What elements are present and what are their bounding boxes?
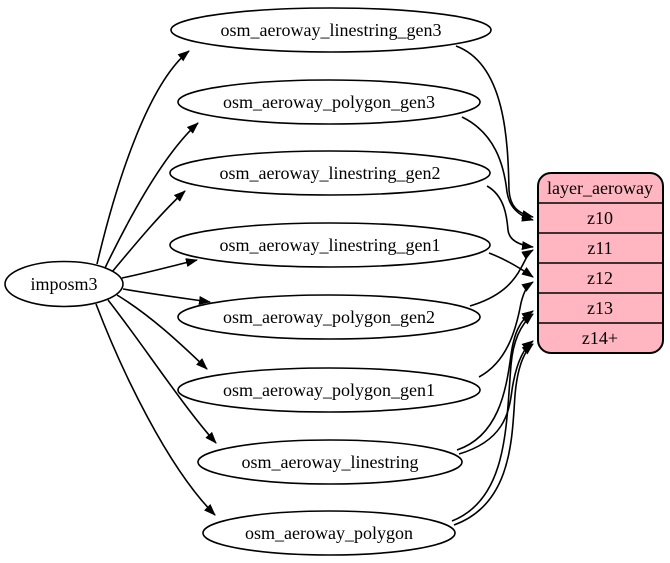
row-z13: z13 <box>587 298 613 318</box>
linestring-gen3-ellipse <box>170 7 492 53</box>
polygon-gen3-label: osm_aeroway_polygon_gen3 <box>223 92 435 112</box>
row-z12: z12 <box>587 268 613 288</box>
edge-imposm3-to-polygon <box>95 303 216 516</box>
linestring-label: osm_aeroway_linestring <box>242 452 419 472</box>
table-node-polygon: osm_aeroway_polygon <box>202 510 456 556</box>
layer-aeroway-header: layer_aeroway <box>547 178 653 198</box>
table-node-linestring-gen2: osm_aeroway_linestring_gen2 <box>169 150 491 196</box>
edge-linestring-gen1-to-z12 <box>488 252 534 278</box>
edge-polygon-to-z14 <box>453 343 534 526</box>
table-node-linestring: osm_aeroway_linestring <box>197 439 463 485</box>
table-node-polygon-gen2: osm_aeroway_polygon_gen2 <box>177 294 481 340</box>
imposm3-ellipse <box>4 260 124 308</box>
edge-linestring-to-z13 <box>456 310 534 451</box>
edges-source-to-tables <box>95 50 217 516</box>
polygon-label: osm_aeroway_polygon <box>245 523 413 543</box>
table-node-polygon-gen3: osm_aeroway_polygon_gen3 <box>177 79 481 125</box>
imposm3-node: imposm3 <box>4 260 124 308</box>
polygon-gen2-label: osm_aeroway_polygon_gen2 <box>223 307 435 327</box>
edge-imposm3-to-polygon-gen2 <box>122 288 211 305</box>
edges-tables-to-layer <box>451 45 534 526</box>
edge-polygon-gen1-to-z12 <box>478 281 534 378</box>
linestring-gen2-ellipse <box>169 150 491 196</box>
edge-polygon-gen3-to-z10 <box>461 116 534 222</box>
linestring-gen1-ellipse <box>169 222 491 268</box>
row-z14: z14+ <box>582 328 618 348</box>
polygon-gen1-ellipse <box>177 367 481 413</box>
linestring-gen3-label: osm_aeroway_linestring_gen3 <box>221 20 442 40</box>
row-z11: z11 <box>587 238 612 258</box>
edge-polygon-gen2-to-z11 <box>469 249 534 307</box>
linestring-gen2-label: osm_aeroway_linestring_gen2 <box>220 163 441 183</box>
layer-aeroway-node: layer_aeroway z10 z11 z12 z13 z14+ <box>537 172 664 354</box>
imposm3-label: imposm3 <box>30 274 97 294</box>
row-z10: z10 <box>587 208 613 228</box>
edge-linestring-gen3-to-z10 <box>455 45 534 219</box>
table-node-linestring-gen3: osm_aeroway_linestring_gen3 <box>170 7 492 53</box>
edge-linestring-gen2-to-z11 <box>486 185 534 251</box>
edge-polygon-to-z13 <box>451 313 534 522</box>
polygon-gen2-ellipse <box>177 294 481 340</box>
linestring-ellipse <box>197 439 463 485</box>
edge-imposm3-to-linestring-gen2 <box>111 190 186 273</box>
edge-imposm3-to-polygon-gen3 <box>104 122 199 269</box>
table-node-polygon-gen1: osm_aeroway_polygon_gen1 <box>177 367 481 413</box>
polygon-ellipse <box>202 510 456 556</box>
table-node-linestring-gen1: osm_aeroway_linestring_gen1 <box>169 222 491 268</box>
edge-imposm3-to-linestring <box>107 299 217 444</box>
edge-imposm3-to-polygon-gen1 <box>116 294 208 370</box>
linestring-gen1-label: osm_aeroway_linestring_gen1 <box>220 235 441 255</box>
edge-imposm3-to-linestring-gen3 <box>96 50 190 265</box>
polygon-gen3-ellipse <box>177 79 481 125</box>
edge-imposm3-to-linestring-gen1 <box>121 258 198 279</box>
polygon-gen1-label: osm_aeroway_polygon_gen1 <box>223 380 435 400</box>
